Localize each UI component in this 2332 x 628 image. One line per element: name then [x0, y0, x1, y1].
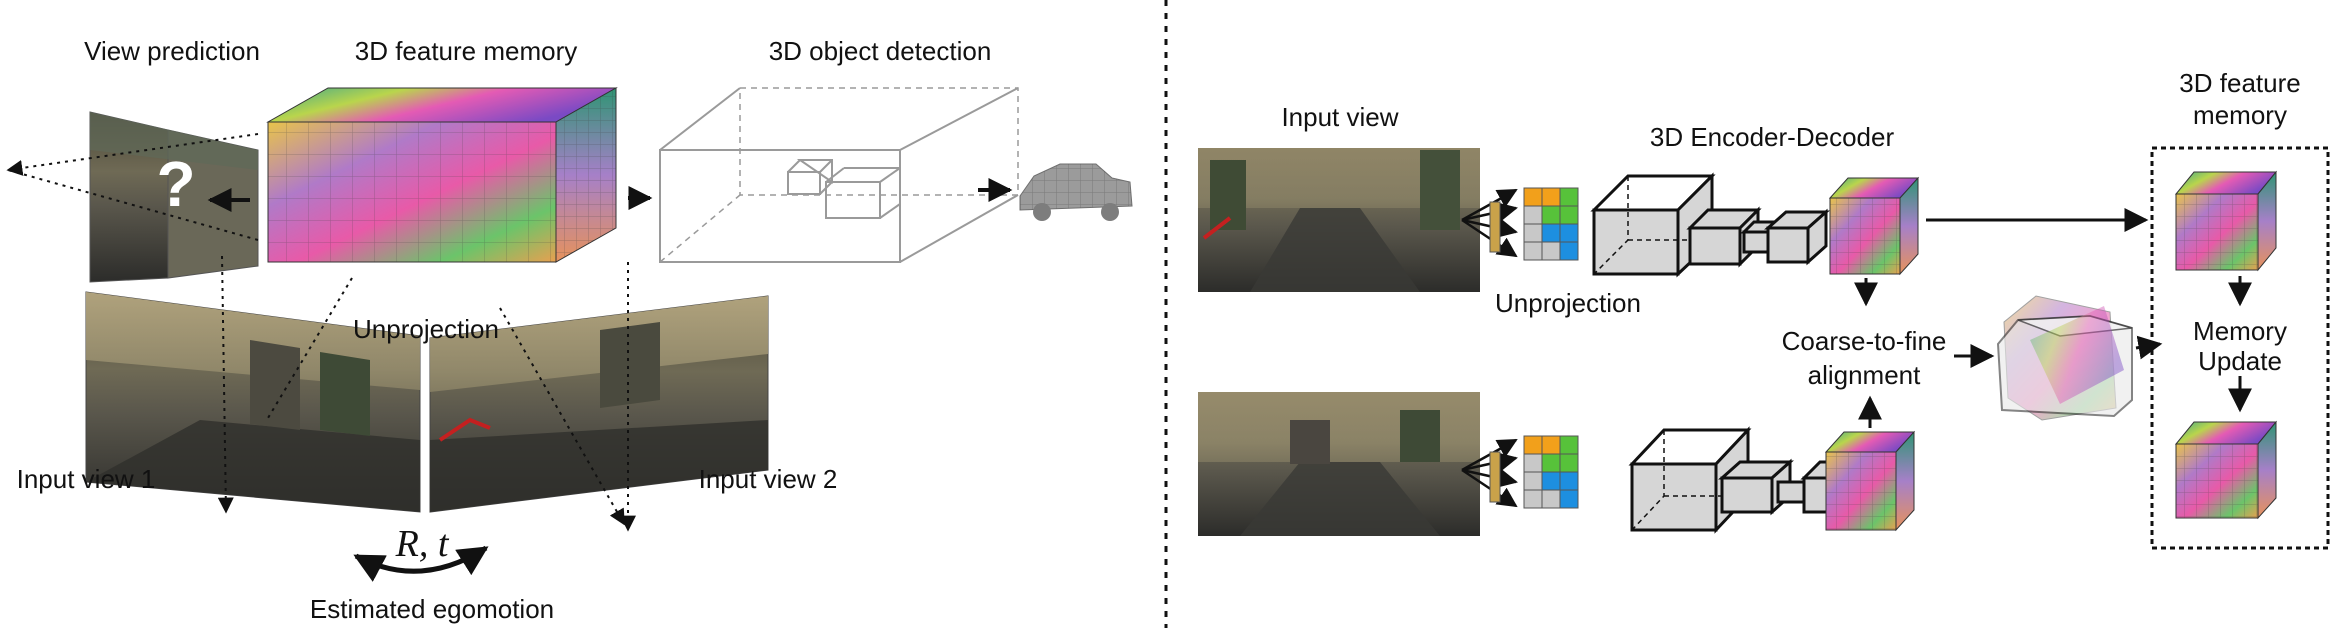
unprojection-arrows-bottom: [1461, 438, 1518, 508]
label-egomotion: Estimated egomotion: [310, 594, 554, 624]
encoder-decoder-top: [1590, 172, 1830, 278]
unprojection-grid-top: [1489, 187, 1579, 261]
memory-cube-top: [2174, 170, 2278, 272]
egomotion-arrow: [353, 545, 489, 582]
label-input-view: Input view: [1281, 102, 1398, 132]
label-input-view-1: Input view 1: [17, 464, 156, 494]
label-object-detection: 3D object detection: [769, 36, 992, 66]
feature-memory-cube: [266, 87, 618, 263]
input-view-2-image: [429, 295, 769, 513]
input-view-image-bottom: [1198, 392, 1480, 536]
view-prediction-image: ?: [89, 111, 259, 283]
label-view-prediction: View prediction: [84, 36, 260, 66]
detected-object-box-2: [825, 167, 901, 219]
ray-3: [499, 307, 625, 526]
label-memory-title-line1: 3D feature: [2179, 68, 2300, 98]
frustum-line-top: [6, 133, 259, 176]
left-panel: ?: [6, 36, 1133, 624]
label-input-view-2: Input view 2: [699, 464, 838, 494]
right-panel: Input view 3D Encoder-Decoder Unprojecti…: [1198, 68, 2330, 550]
label-alignment-line1: Coarse-to-fine: [1782, 326, 1947, 356]
label-feature-memory: 3D feature memory: [355, 36, 578, 66]
label-alignment-line2: alignment: [1808, 360, 1922, 390]
label-memory-update-line2: Update: [2198, 346, 2282, 376]
frustum-line-bottom: [7, 169, 259, 241]
feature-cube-bottom: [1824, 430, 1916, 532]
ray-2: [217, 255, 234, 514]
voxel-car-icon: [1019, 163, 1133, 221]
label-unprojection-left: Unprojection: [353, 314, 499, 344]
unprojection-arrows-top: [1461, 188, 1518, 258]
label-memory-title-line2: memory: [2193, 100, 2287, 130]
label-unprojection-right: Unprojection: [1495, 288, 1641, 318]
detection-box: [659, 87, 1019, 263]
input-view-image-top: [1198, 148, 1480, 292]
label-encoder-decoder: 3D Encoder-Decoder: [1650, 122, 1895, 152]
feature-cube-top: [1828, 176, 1920, 276]
input-view-1-image: [85, 291, 421, 513]
encoder-decoder-bottom: [1628, 426, 1866, 534]
ray-1: [267, 277, 353, 419]
memory-cube-bottom: [2174, 420, 2278, 520]
question-mark: ?: [156, 148, 195, 220]
unprojection-grid-bottom: [1489, 435, 1579, 509]
label-memory-update-line1: Memory: [2193, 316, 2287, 346]
aligned-cubes: [1996, 295, 2133, 421]
arrow-aligned-to-update: [2135, 335, 2163, 360]
label-pose: R, t: [395, 523, 450, 565]
